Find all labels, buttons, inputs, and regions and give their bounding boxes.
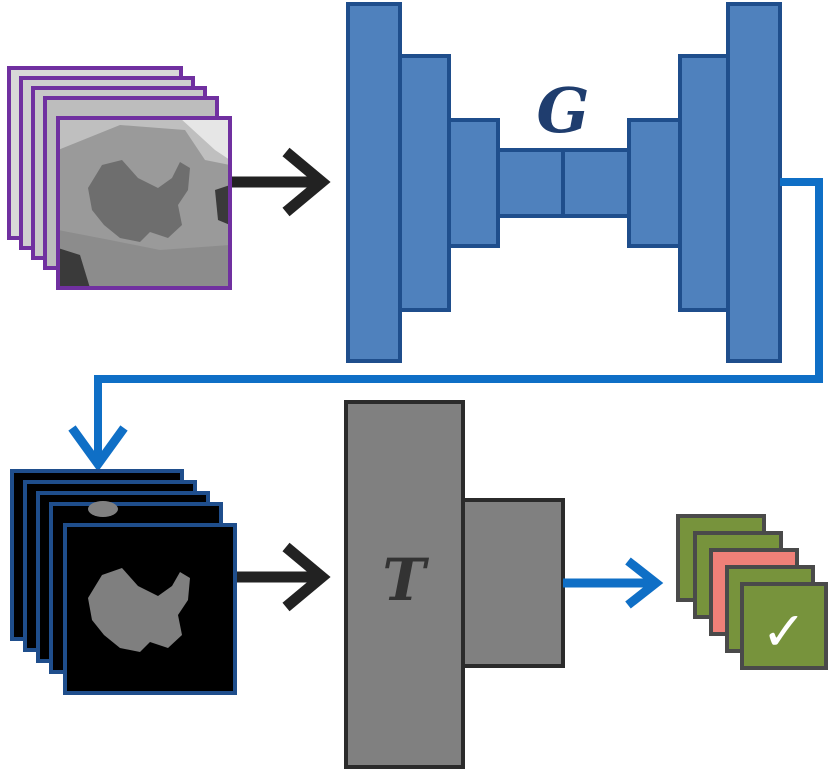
generator-layer (496, 148, 565, 218)
generator-layer (561, 148, 631, 218)
input-depth-image (56, 116, 232, 290)
arrow-masks-to-task (237, 542, 331, 612)
generator-label: G (537, 74, 590, 147)
arrow-task-to-results (563, 557, 664, 609)
mask-image (63, 523, 237, 695)
arrow-input-to-generator (232, 147, 331, 217)
result-card-top (740, 582, 828, 670)
task-layer-small (461, 498, 565, 668)
generator-layer (726, 2, 782, 363)
arrow-generator-to-masks (68, 178, 823, 472)
generator-network: G (346, 2, 782, 363)
check-icon: ✓ (761, 600, 806, 663)
task-label: T (382, 546, 429, 614)
task-network: T (344, 400, 565, 769)
generator-layer (627, 118, 682, 248)
result-stack: ✓ (676, 514, 828, 670)
task-layer-large (344, 400, 465, 769)
generator-layer (678, 54, 730, 312)
mask-stack (10, 469, 237, 695)
generator-layer (447, 118, 500, 248)
generator-layer (398, 54, 451, 312)
input-depth-stack (7, 66, 232, 290)
generator-layer (346, 2, 402, 363)
